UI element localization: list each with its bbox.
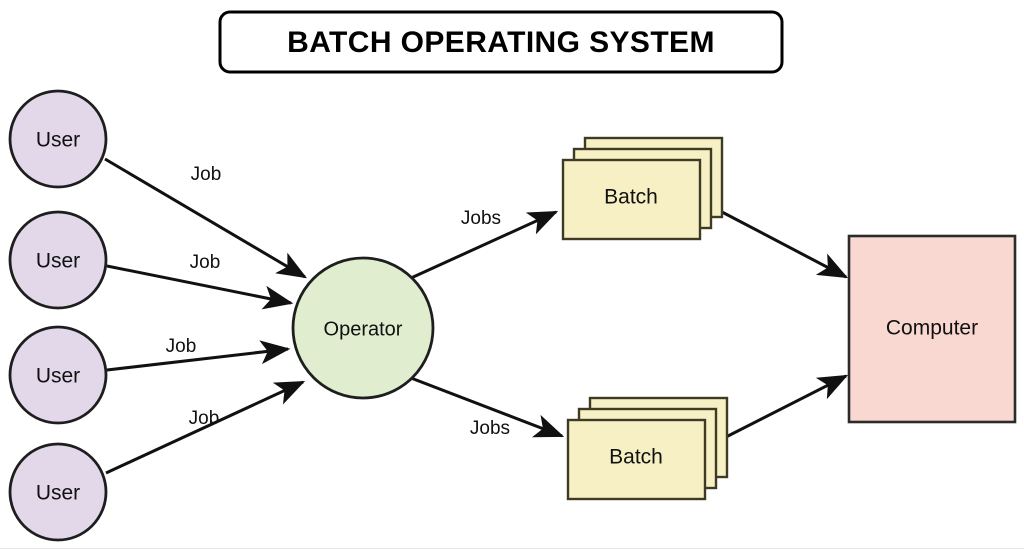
edge-label-jobs-1: Jobs (461, 208, 501, 229)
edge-label-job-4: Job (189, 408, 220, 429)
user-circle-2[interactable] (8, 210, 108, 310)
user-circle-3[interactable] (8, 325, 108, 425)
batch-to-computer-arrows (721, 210, 849, 439)
edge-label-job-1: Job (191, 164, 222, 185)
user-label-4: User (36, 482, 80, 505)
operator-to-batch-arrows (410, 210, 565, 438)
user-label-3: User (36, 365, 80, 388)
batch-1-sheet-front[interactable] (561, 158, 702, 241)
user-node-3[interactable]: User (8, 325, 108, 425)
operator-circle[interactable] (291, 256, 435, 400)
edge-label-jobs-2: Jobs (470, 418, 510, 439)
diagram-title: BATCH OPERATING SYSTEM (218, 10, 784, 74)
user-circle-1[interactable] (8, 89, 108, 189)
computer-label: Computer (886, 317, 978, 340)
user-to-operator-arrows (104, 157, 308, 475)
user-circle-4[interactable] (8, 442, 108, 542)
batch-node-1[interactable]: Batch (561, 136, 724, 241)
arrow-user-1-to-operator (104, 157, 308, 279)
batch-label-2: Batch (609, 446, 663, 469)
edge-label-job-2: Job (190, 252, 221, 273)
arrow-operator-to-batch-1 (410, 210, 559, 280)
arrow-batch-2-to-computer (725, 374, 849, 439)
title-box (218, 10, 784, 74)
user-node-4[interactable]: User (8, 442, 108, 542)
computer-box[interactable] (847, 234, 1017, 424)
arrow-batch-1-to-computer (721, 210, 849, 279)
operator-node[interactable]: Operator (291, 256, 435, 400)
batch-label-1: Batch (604, 186, 658, 209)
user-node-2[interactable]: User (8, 210, 108, 310)
computer-node[interactable]: Computer (847, 234, 1017, 424)
batch-node-2[interactable]: Batch (566, 396, 729, 501)
title-label: BATCH OPERATING SYSTEM (287, 26, 715, 59)
batch-2-sheet-front[interactable] (566, 418, 707, 501)
arrow-user-2-to-operator (106, 264, 294, 310)
arrow-operator-to-batch-2 (410, 376, 565, 438)
arrow-user-4-to-operator (105, 380, 306, 475)
user-label-1: User (36, 129, 80, 152)
user-label-2: User (36, 250, 80, 273)
operator-label: Operator (324, 318, 403, 340)
arrow-user-3-to-operator (106, 340, 291, 372)
edge-label-job-3: Job (166, 336, 197, 357)
user-node-1[interactable]: User (8, 89, 108, 189)
